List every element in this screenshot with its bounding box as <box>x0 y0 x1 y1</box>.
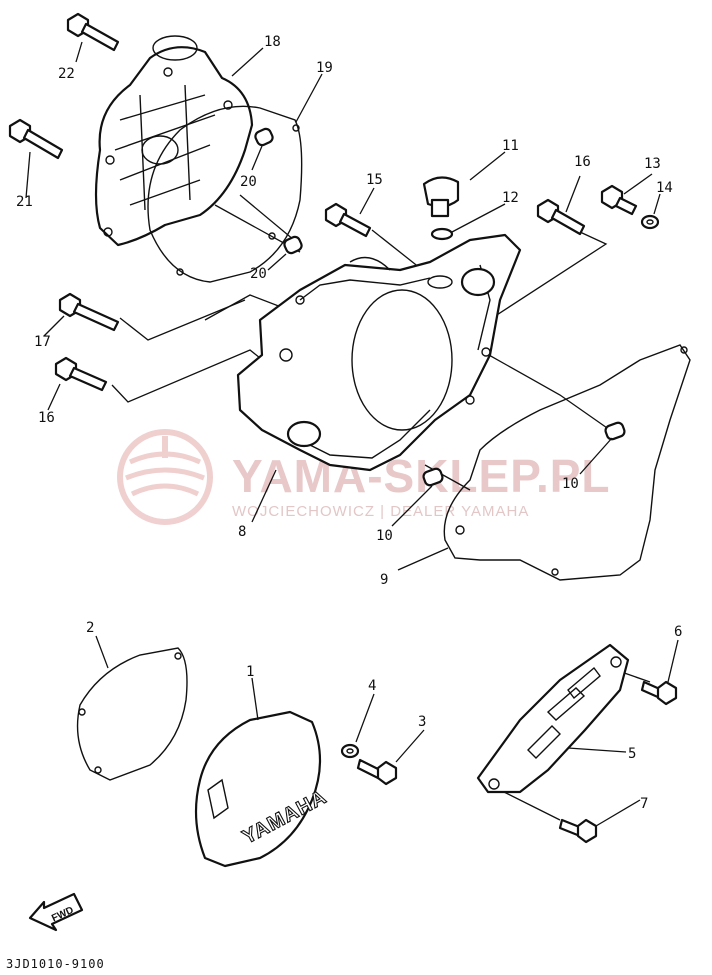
fwd-arrow-icon: FWD <box>28 892 84 932</box>
callout-10-left: 10 <box>376 528 393 544</box>
watermark-tagline: WOJCIECHOWICZ | DEALER YAMAHA <box>232 503 529 520</box>
callout-7: 7 <box>640 796 648 812</box>
part-7-bolt <box>558 818 598 844</box>
callout-13: 13 <box>644 156 661 172</box>
part-16-bolt-right <box>536 198 586 236</box>
callout-3: 3 <box>418 714 426 730</box>
callout-19: 19 <box>316 60 333 76</box>
part-3-bolt <box>356 758 398 786</box>
callout-11: 11 <box>502 138 519 154</box>
part-14-washer <box>640 214 660 230</box>
part-19-gasket <box>147 105 303 283</box>
part-10-dowel-left <box>422 467 444 487</box>
callout-2: 2 <box>86 620 94 636</box>
part-4-washer <box>340 743 360 759</box>
part-5-sprocket-guard <box>476 643 630 794</box>
part-12-o-ring <box>430 227 454 241</box>
callout-20-lower: 20 <box>250 266 267 282</box>
part-20-dowel-upper <box>254 127 274 147</box>
callout-1: 1 <box>246 664 254 680</box>
callout-12: 12 <box>502 190 519 206</box>
part-2-cover-gasket <box>76 647 188 781</box>
callout-leaders <box>25 41 679 827</box>
part-18-outer-cover <box>94 35 254 247</box>
watermark-logo-icon <box>117 429 213 525</box>
part-6-bolt <box>640 680 678 706</box>
part-21-bolt <box>8 118 64 160</box>
callout-6: 6 <box>674 624 682 640</box>
callout-20-upper: 20 <box>240 174 257 190</box>
callout-21: 21 <box>16 194 33 210</box>
callout-labels: 18 19 22 21 20 20 17 16 15 11 12 16 13 1… <box>16 34 682 812</box>
part-15-bolt <box>324 202 372 238</box>
part-8-crankcase-cover <box>236 233 522 472</box>
callout-18: 18 <box>264 34 281 50</box>
part-11-filler-cap <box>422 176 460 218</box>
callout-4: 4 <box>368 678 376 694</box>
part-22-bolt <box>66 12 120 52</box>
watermark-brand: YAMA-SKLEP.PL <box>232 450 611 502</box>
callout-10-right: 10 <box>562 476 579 492</box>
part-16-bolt-left <box>54 356 108 392</box>
diagram-code: 3JD1010-9100 <box>6 957 105 971</box>
callout-14: 14 <box>656 180 673 196</box>
callout-5: 5 <box>628 746 636 762</box>
part-20-dowel-lower <box>283 235 303 255</box>
part-10-dowel-right <box>604 421 626 441</box>
callout-9: 9 <box>380 572 388 588</box>
part-17-bolt <box>58 292 120 332</box>
callout-15: 15 <box>366 172 383 188</box>
part-1-generator-cover: YAMAHA <box>194 710 331 868</box>
part-9-gasket <box>443 344 691 581</box>
watermark: YAMA-SKLEP.PL WOJCIECHOWICZ | DEALER YAM… <box>117 429 611 525</box>
part-13-bolt <box>600 184 638 216</box>
callout-17: 17 <box>34 334 51 350</box>
callout-16-right: 16 <box>574 154 591 170</box>
callout-22: 22 <box>58 66 75 82</box>
callout-16-left: 16 <box>38 410 55 426</box>
callout-8: 8 <box>238 524 246 540</box>
